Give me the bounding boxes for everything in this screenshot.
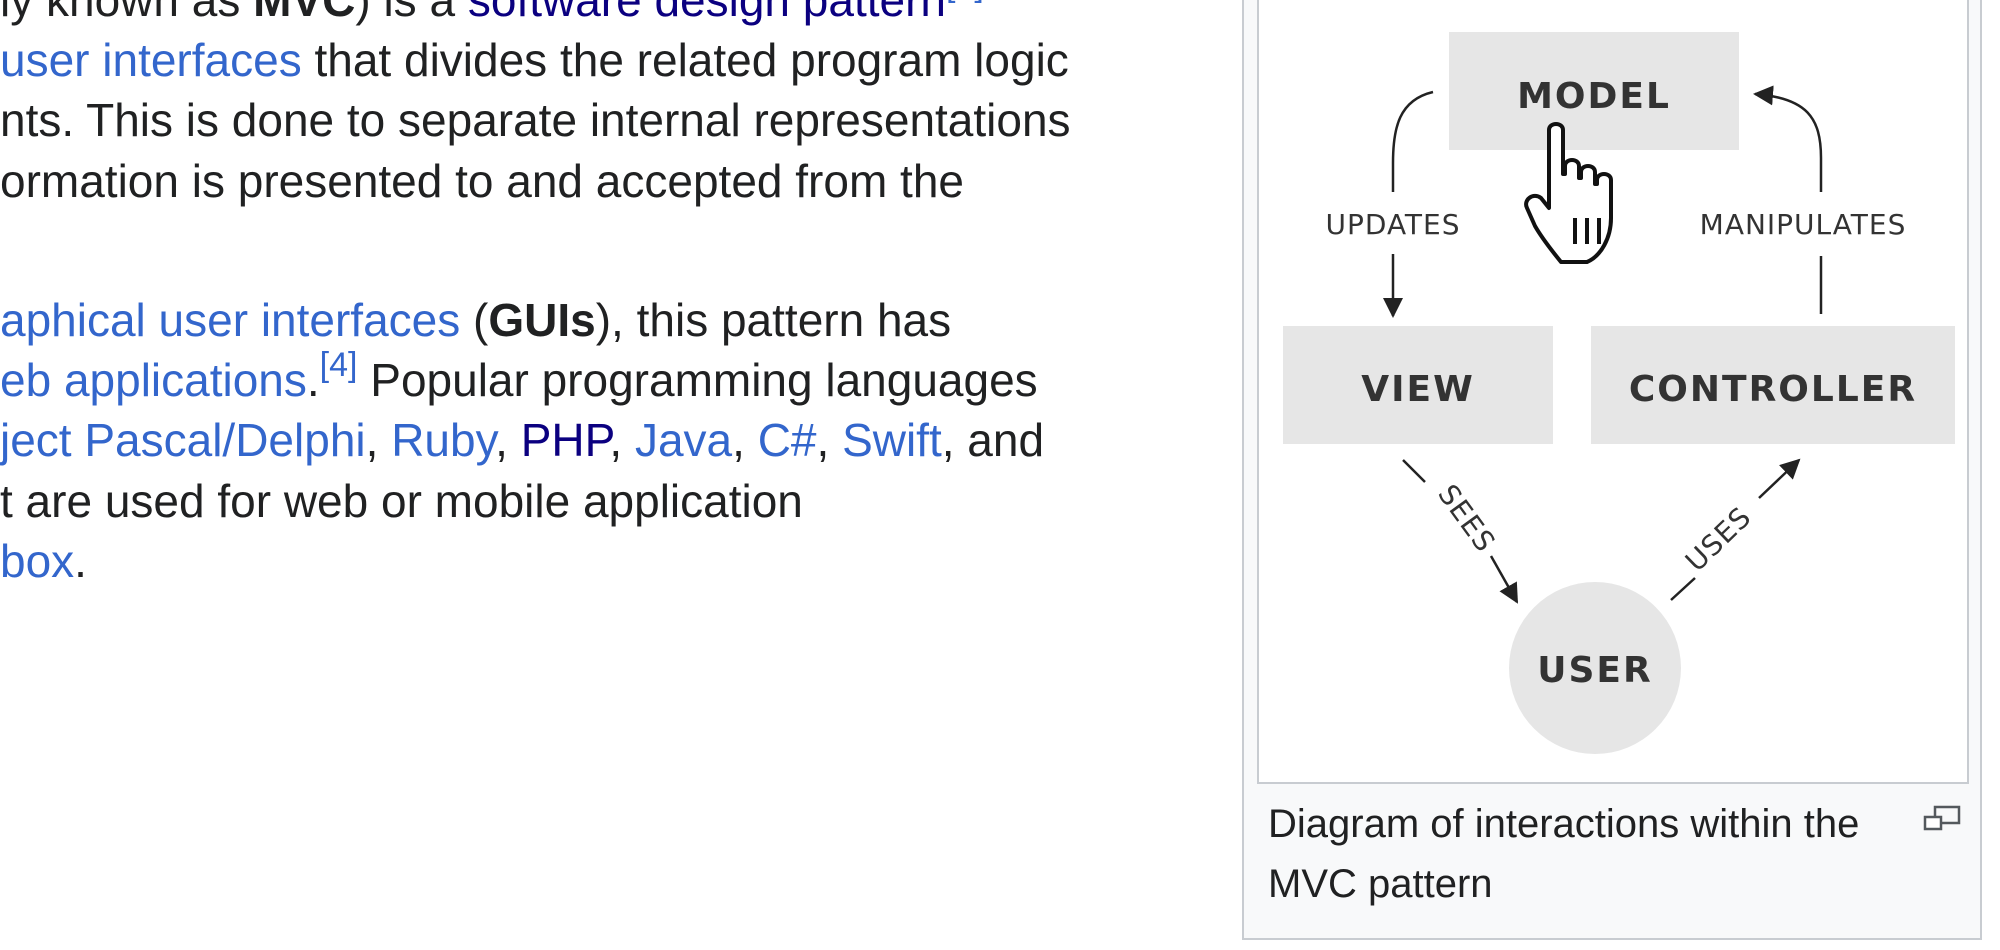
article-line: box.: [0, 531, 87, 591]
article-text: ,: [732, 414, 758, 466]
article-body: ly known as MVC) is a software design pa…: [0, 0, 1071, 591]
citation-link[interactable]: [4]: [319, 345, 358, 384]
article-link[interactable]: Ruby: [391, 414, 496, 466]
updates-label: UPDATES: [1326, 208, 1461, 241]
infobox-caption: Diagram of interactions within the MVC p…: [1268, 802, 1860, 906]
article-text: ,: [609, 414, 635, 466]
article-link[interactable]: Java: [634, 414, 733, 466]
article-link[interactable]: Swift: [842, 414, 942, 466]
enlarge-icon[interactable]: [1922, 804, 1962, 834]
article-link[interactable]: PHP: [520, 414, 610, 466]
sees-arrow: SEES: [1402, 459, 1519, 604]
article-text: ,: [365, 414, 392, 466]
article-line: ormation is presented to and accepted fr…: [0, 151, 964, 211]
article-text: t are used for web or mobile application: [0, 475, 803, 527]
bold-text: GUIs: [488, 294, 596, 346]
citation-link[interactable]: [1]: [946, 0, 984, 4]
article-text: .: [306, 354, 320, 406]
article-text: ormation is presented to and accepted fr…: [0, 155, 965, 207]
controller-node: CONTROLLER: [1591, 326, 1955, 444]
uses-arrow: USES: [1670, 458, 1801, 601]
article-text: Popular programming languages: [357, 354, 1038, 406]
article-link[interactable]: eb applications: [0, 354, 307, 406]
uses-label: USES: [1679, 500, 1758, 578]
article-link[interactable]: C#: [757, 414, 817, 466]
article-line: ject Pascal/Delphi, Ruby, PHP, Java, C#,…: [0, 410, 1044, 470]
article-link[interactable]: software design pattern: [467, 0, 946, 26]
article-link[interactable]: user interfaces: [0, 34, 302, 86]
article-text: ,: [816, 414, 843, 466]
view-node: VIEW: [1283, 326, 1553, 444]
article-line: user interfaces that divides the related…: [0, 30, 1069, 90]
article-link[interactable]: box: [0, 535, 75, 587]
article-text: .: [74, 535, 87, 587]
article-text: , and: [941, 414, 1045, 466]
article-link[interactable]: ject Pascal/Delphi: [0, 414, 366, 466]
user-node: USER: [1509, 582, 1681, 754]
article-text: (: [460, 294, 489, 346]
manipulates-label: MANIPULATES: [1700, 208, 1907, 241]
article-line: ly known as MVC) is a software design pa…: [0, 0, 984, 30]
sees-label: SEES: [1431, 478, 1502, 558]
model-label: MODEL: [1517, 76, 1671, 117]
article-line: eb applications.[4] Popular programming …: [0, 348, 1038, 410]
article-text: ) is a: [355, 0, 468, 26]
mvc-diagram: MODEL VIEW CONTROLLER USER UPDATES: [1283, 32, 1955, 754]
bold-text: MVC: [253, 0, 356, 26]
user-label: USER: [1537, 650, 1652, 691]
article-text: that divides the related program logic: [301, 34, 1069, 86]
article-text: ly known as: [0, 0, 254, 26]
view-label: VIEW: [1361, 369, 1475, 410]
article-line: nts. This is done to separate internal r…: [0, 90, 1071, 150]
article-line: t are used for web or mobile application: [0, 471, 803, 531]
article-text: nts. This is done to separate internal r…: [0, 94, 1071, 146]
manipulates-arrow: MANIPULATES: [1700, 85, 1907, 314]
article-text: ), this pattern has: [595, 294, 952, 346]
mvc-diagram-image[interactable]: MODEL VIEW CONTROLLER USER UPDATES: [1257, 0, 1969, 784]
infobox: MODEL VIEW CONTROLLER USER UPDATES: [1242, 0, 1982, 940]
updates-arrow: UPDATES: [1326, 90, 1461, 318]
article-link[interactable]: aphical user interfaces: [0, 294, 461, 346]
controller-label: CONTROLLER: [1629, 369, 1917, 410]
article-line: aphical user interfaces (GUIs), this pat…: [0, 290, 951, 350]
article-text: ,: [495, 414, 521, 466]
hand-pointer-icon: [1524, 122, 1613, 264]
model-node: MODEL: [1449, 32, 1739, 150]
